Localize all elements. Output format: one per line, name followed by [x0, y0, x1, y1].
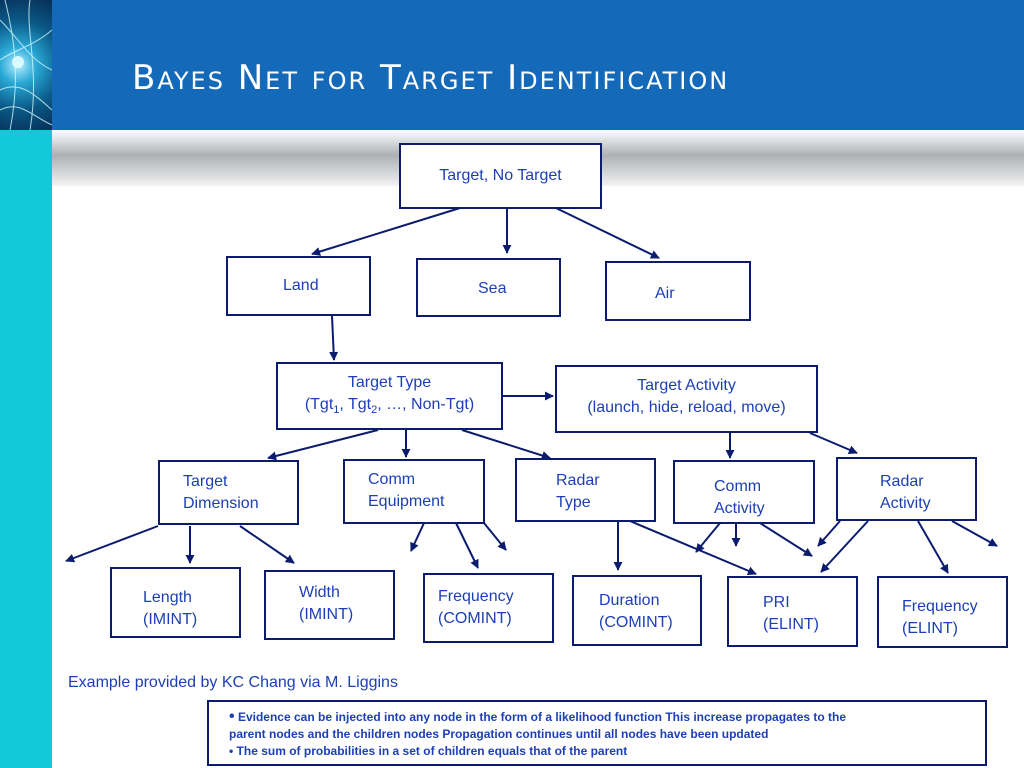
arrow-radar-activity-left: [817, 520, 841, 547]
node-air-label: Air: [655, 285, 675, 302]
arrow-comm-equipment-left: [410, 522, 425, 552]
node-pri-elint: PRI (ELINT): [727, 576, 858, 647]
node-frequency-comint-line2: (COMINT): [438, 610, 512, 627]
evidence-note-box: • Evidence can be injected into any node…: [207, 700, 987, 766]
node-frequency-elint-line2: (ELINT): [902, 620, 958, 637]
node-length-line2: (IMINT): [143, 611, 198, 628]
node-sea: Sea: [416, 258, 561, 317]
node-pri-line2: (ELINT): [763, 616, 819, 633]
note-bullet: •: [229, 708, 235, 725]
node-pri-line1: PRI: [763, 594, 790, 611]
arrow-comm-equipment-to-frequency-comint: [455, 522, 479, 569]
node-width-line2: (IMINT): [299, 606, 354, 623]
node-target-type-states: (Tgt1, Tgt2, …, Non-Tgt): [304, 396, 475, 417]
node-width-imint: Width (IMINT): [264, 570, 395, 640]
arrow-radar-activity-right: [951, 520, 998, 547]
note-line-2: parent nodes and the children nodes Prop…: [229, 727, 769, 741]
node-target-type: Target Type (Tgt1, Tgt2, …, Non-Tgt): [276, 362, 503, 430]
node-length-line1: Length: [143, 589, 192, 606]
arrow-target-type-to-radar-type: [461, 429, 551, 460]
node-sea-label: Sea: [478, 280, 507, 297]
node-target-type-label: Target Type: [347, 374, 432, 391]
node-target-dimension-line1: Target: [183, 473, 228, 490]
node-target-activity: Target Activity (launch, hide, reload, m…: [555, 365, 818, 433]
example-credit: Example provided by KC Chang via M. Ligg…: [68, 674, 398, 691]
arrow-comm-activity-to-pri: [759, 522, 813, 557]
arrow-radar-activity-to-pri: [820, 520, 869, 573]
arrow-root-to-land: [311, 207, 461, 256]
arrow-comm-activity-to-duration-crossing: [695, 522, 721, 553]
node-duration-line2: (COMINT): [599, 614, 673, 631]
node-radar-activity: Radar Activity: [836, 457, 977, 521]
node-radar-type-line2: Type: [556, 494, 591, 511]
arrow-target-dimension-to-width: [239, 525, 295, 564]
note-line-3: • The sum of probabilities in a set of c…: [229, 744, 628, 758]
title-bar: [0, 0, 1024, 130]
node-duration-line1: Duration: [599, 592, 660, 609]
node-frequency-comint-line1: Frequency: [438, 588, 514, 605]
note-line-1: • Evidence can be injected into any node…: [229, 708, 847, 725]
node-land: Land: [226, 256, 371, 316]
node-land-label: Land: [283, 277, 319, 294]
arrow-target-type-to-target-dimension: [267, 429, 379, 461]
network-logo-image: [0, 0, 52, 130]
node-radar-type: Radar Type: [515, 458, 656, 522]
arrow-land-to-target-type: [329, 315, 339, 361]
slide-title: Bayes Net for Target Identification: [132, 58, 730, 98]
node-width-line1: Width: [299, 584, 340, 601]
node-radar-activity-line2: Activity: [880, 495, 931, 512]
arrow-radar-type-to-pri: [629, 520, 757, 576]
node-length-imint: Length (IMINT): [110, 567, 241, 638]
node-radar-activity-line1: Radar: [880, 473, 924, 490]
node-comm-activity-line2: Activity: [714, 500, 765, 517]
node-air: Air: [605, 261, 751, 321]
arrow-target-dimension-to-length: [65, 525, 159, 563]
node-target-activity-label: Target Activity: [637, 377, 736, 394]
node-frequency-elint-line1: Frequency: [902, 598, 978, 615]
node-frequency-elint: Frequency (ELINT): [877, 576, 1008, 648]
arrow-target-activity-to-radar-activity: [809, 432, 858, 454]
arrow-root-to-air: [555, 207, 660, 259]
node-target-no-target-label: Target, No Target: [439, 167, 562, 184]
node-comm-activity: Comm Activity: [673, 460, 815, 524]
node-comm-equipment-line2: Equipment: [368, 493, 445, 510]
left-accent-stripe: [0, 130, 52, 768]
arrow-radar-activity-to-frequency-elint: [917, 520, 949, 574]
node-target-no-target: Target, No Target: [399, 143, 602, 209]
node-comm-equipment-line1: Comm: [368, 471, 416, 488]
node-target-dimension-line2: Dimension: [183, 495, 259, 512]
node-comm-equipment: Comm Equipment: [343, 459, 485, 524]
arrow-comm-equipment-right: [483, 522, 507, 551]
node-radar-type-line1: Radar: [556, 472, 600, 489]
node-duration-comint: Duration (COMINT): [572, 575, 702, 646]
node-comm-activity-line1: Comm: [714, 478, 762, 495]
node-target-dimension: Target Dimension: [158, 460, 299, 525]
node-target-activity-states: (launch, hide, reload, move): [587, 399, 786, 416]
node-frequency-comint: Frequency (COMINT): [423, 573, 554, 643]
